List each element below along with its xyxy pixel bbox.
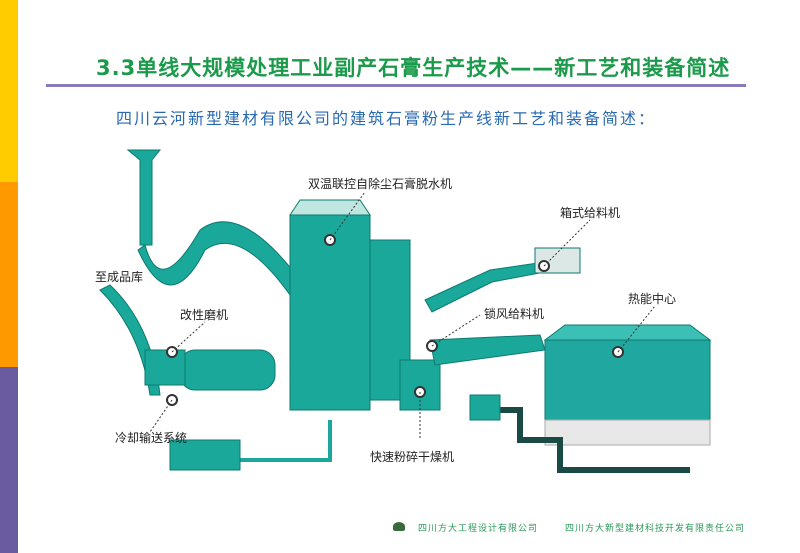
label-dewatering-machine: 双温联控自除尘石膏脱水机 bbox=[308, 177, 453, 191]
label-box-feeder: 箱式给料机 bbox=[560, 206, 621, 220]
accent-bar-orange bbox=[0, 182, 18, 367]
accent-bar-purple bbox=[0, 367, 18, 553]
company-logo bbox=[393, 522, 405, 531]
footer-company-2: 四川方大新型建材科技开发有限责任公司 bbox=[565, 524, 746, 534]
footer-company-1: 四川方大工程设计有限公司 bbox=[418, 524, 539, 534]
label-cooling-conveyor: 冷却输送系统 bbox=[115, 431, 188, 445]
label-heat-center: 热能中心 bbox=[628, 292, 677, 306]
slide-title: 3.3单线大规模处理工业副产石膏生产技术——新工艺和装备简述 bbox=[96, 56, 731, 80]
label-modified-mill: 改性磨机 bbox=[180, 308, 229, 322]
title-divider bbox=[46, 84, 746, 87]
label-to-storage: 至成品库 bbox=[95, 270, 144, 284]
label-airlock-feeder: 锁风给料机 bbox=[484, 307, 545, 321]
label-dryer: 快速粉碎干燥机 bbox=[370, 450, 455, 464]
slide-subtitle: 四川云河新型建材有限公司的建筑石膏粉生产线新工艺和装备简述： bbox=[116, 109, 657, 128]
accent-bar-yellow bbox=[0, 0, 18, 182]
